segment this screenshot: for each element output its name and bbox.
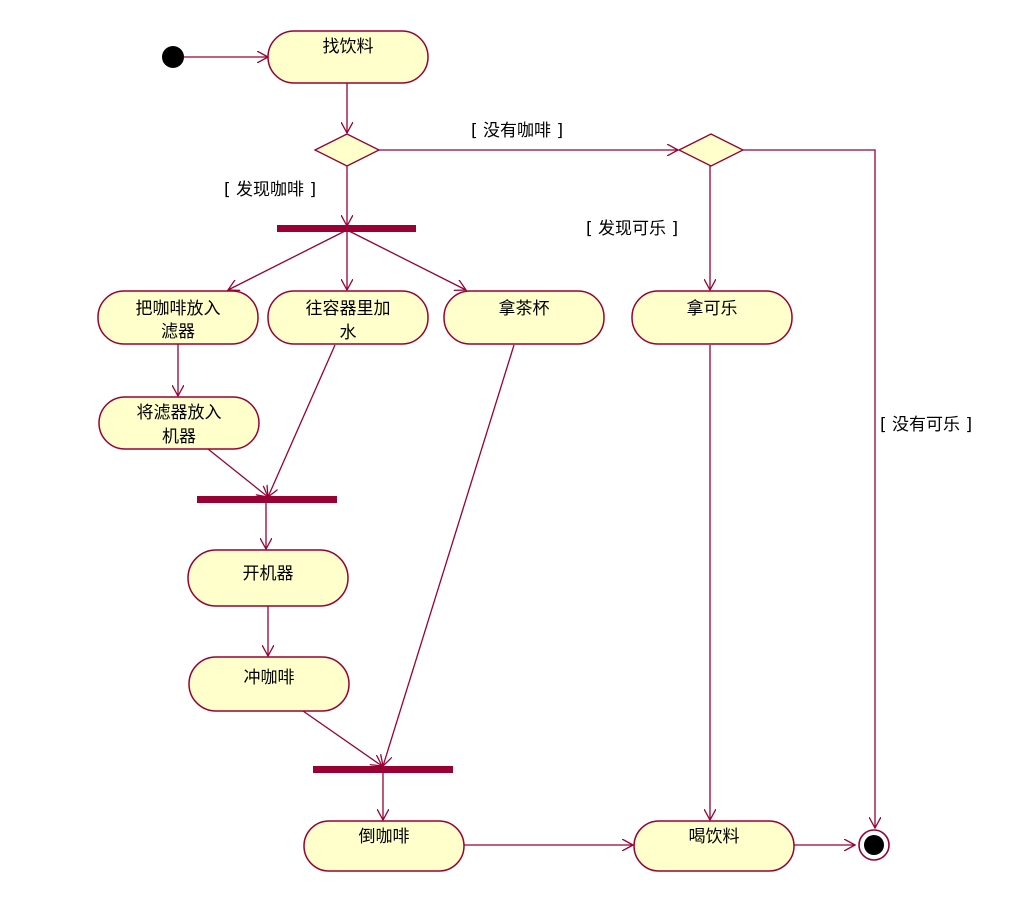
initial-node xyxy=(162,46,184,68)
flow-fork-to-put xyxy=(228,229,348,290)
activity-start-machine: 开机器 xyxy=(187,549,349,607)
guard-no-cola: [ 没有可乐 ] xyxy=(880,415,972,435)
join-bar-pour xyxy=(313,766,453,773)
activity-get-cola: 拿可乐 xyxy=(631,290,793,345)
activity-put-coffee-label-2: 滤器 xyxy=(161,322,195,342)
join-bar-machine xyxy=(197,496,337,503)
activity-put-coffee-in-filter: 把咖啡放入 滤器 xyxy=(97,290,259,345)
activity-filter-into-machine: 将滤器放入 机器 xyxy=(98,396,260,450)
activity-add-water: 往容器里加 水 xyxy=(267,290,429,345)
activity-filter-machine-label-1: 将滤器放入 xyxy=(137,403,222,423)
activity-drink: 喝饮料 xyxy=(633,820,795,872)
activity-filter-machine-label-2: 机器 xyxy=(162,427,196,447)
guard-no-coffee: [ 没有咖啡 ] xyxy=(471,121,563,141)
flow-fork-to-cup xyxy=(346,229,466,290)
activity-pour-coffee: 倒咖啡 xyxy=(303,820,465,872)
activity-add-water-label-1: 往容器里加 xyxy=(306,299,391,319)
activity-brew-coffee-label: 冲咖啡 xyxy=(244,668,295,688)
activity-get-cup: 拿茶杯 xyxy=(443,290,605,345)
flow-cup-to-join xyxy=(383,344,515,766)
activity-find-drink: 找饮料 xyxy=(267,30,429,84)
flow-water-to-join xyxy=(268,344,336,497)
flow-filter-to-join xyxy=(207,448,268,497)
activity-add-water-label-2: 水 xyxy=(340,323,357,343)
guard-found-cola: [ 发现可乐 ] xyxy=(586,219,678,239)
activity-pour-coffee-label: 倒咖啡 xyxy=(359,827,410,847)
activity-find-drink-label: 找饮料 xyxy=(323,37,374,57)
activity-drink-label: 喝饮料 xyxy=(689,827,740,847)
final-node xyxy=(858,829,890,861)
activity-get-cola-label: 拿可乐 xyxy=(687,298,738,319)
activity-get-cup-label: 拿茶杯 xyxy=(499,298,550,319)
activity-brew-coffee: 冲咖啡 xyxy=(188,656,350,712)
flow-no-cola xyxy=(742,149,875,828)
guard-found-coffee: [ 发现咖啡 ] xyxy=(224,180,316,200)
activity-put-coffee-label-1: 把咖啡放入 xyxy=(136,299,221,319)
decision-coffee xyxy=(313,133,381,167)
flow-brew-to-join xyxy=(302,710,382,766)
activity-start-machine-label: 开机器 xyxy=(243,564,294,584)
fork-bar xyxy=(277,225,416,232)
decision-cola xyxy=(677,133,745,167)
